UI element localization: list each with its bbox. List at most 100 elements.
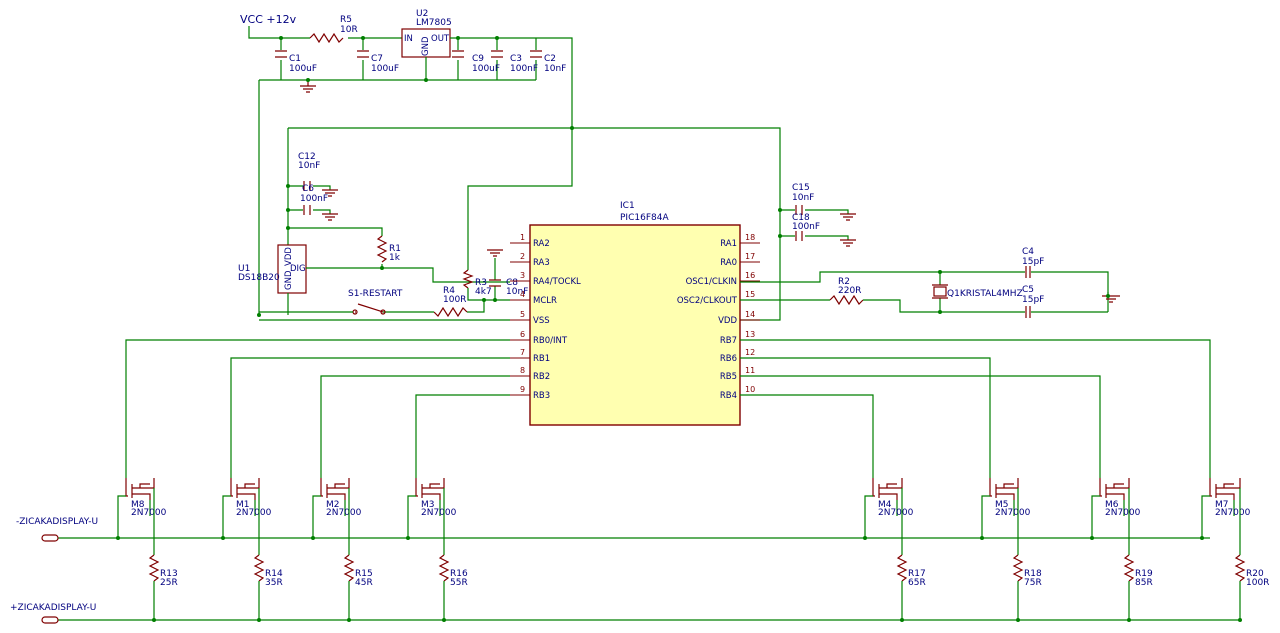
ic1-pin-name: OSC2/CLKOUT — [677, 296, 738, 306]
resistor-r4 — [433, 306, 468, 318]
c15-value: 10nF — [792, 193, 814, 203]
mosfet-ref: M5 — [995, 500, 1009, 510]
c12-ref: C12 — [298, 152, 316, 162]
mosfet-value: 2N7000 — [995, 508, 1031, 518]
ic1-pin-num: 7 — [520, 348, 525, 357]
r4-ref: R4 — [443, 286, 455, 296]
c7-ref: C7 — [371, 54, 383, 64]
ic1-pin-name: RB6 — [720, 354, 737, 364]
resistor-ref: R20 — [1246, 569, 1264, 579]
ic1-pin-num: 12 — [745, 348, 755, 357]
ic1-pin-num: 6 — [520, 330, 525, 339]
u1-ref: U1 — [238, 264, 250, 274]
resistor-r5 — [309, 32, 344, 44]
u1-pin-vdd: VDD — [284, 247, 294, 266]
ic1-pic16f84a: IC1 PIC16F84A 1RA22RA33RA4/TOCKL4MCLR5VS… — [510, 201, 760, 426]
ic1-pin-name: RA3 — [533, 258, 550, 268]
resistor-r2 — [829, 294, 864, 306]
mosfet-ref: M1 — [236, 500, 250, 510]
resistor-r3 — [462, 269, 474, 289]
ic1-pin-name: RA2 — [533, 239, 550, 249]
resistor-ref: R16 — [450, 569, 468, 579]
rb-nets — [125, 339, 1211, 478]
resistor-ref: R13 — [160, 569, 178, 579]
u1-pin-dig: DIG — [290, 264, 306, 274]
r5-ref: R5 — [340, 15, 352, 25]
r2-ref: R2 — [838, 277, 850, 287]
mosfet-value: 2N7000 — [878, 508, 914, 518]
u2-ref: U2 — [416, 9, 428, 19]
mosfet-value: 2N7000 — [326, 508, 362, 518]
ic1-pin-num: 11 — [745, 366, 755, 375]
ic1-ref: IC1 — [620, 201, 635, 211]
ic1-pin-num: 15 — [745, 290, 755, 299]
mosfet-ref: M6 — [1105, 500, 1119, 510]
c18-value: 100nF — [792, 222, 820, 232]
switch-s1 — [355, 303, 384, 313]
resistor-value: 25R — [160, 578, 178, 588]
u2-value: LM7805 — [416, 18, 452, 28]
connector-minus-label: -ZICAKADISPLAY-U — [16, 517, 98, 527]
ic1-pin-num: 9 — [520, 385, 525, 394]
ic1-pin-name: RB4 — [720, 391, 737, 401]
ic1-pin-num: 14 — [745, 310, 755, 319]
mosfet-ref: M8 — [131, 500, 145, 510]
resistor-value: 35R — [265, 578, 283, 588]
ic1-pin-num: 5 — [520, 310, 525, 319]
r1-value: 1k — [389, 253, 401, 263]
oscillator: R2 220R C4 15pF C5 15pF Q1KRISTAL4MHZ — [740, 247, 1120, 318]
ic1-pin-num: 10 — [745, 385, 755, 394]
ic1-pin-num: 18 — [745, 233, 755, 242]
ground-symbol — [300, 80, 316, 93]
c6-ref: C6 — [302, 184, 314, 194]
ic1-pin-name: OSC1/CLKIN — [686, 277, 737, 287]
decoupling-caps-u1: C12 10nF C6 100nF — [286, 152, 338, 221]
u2-pin-in: IN — [404, 34, 413, 44]
ic1-pin-num: 4 — [520, 290, 525, 299]
ic1-pin-name: RA4/TOCKL — [533, 277, 581, 287]
c7-value: 100uF — [371, 64, 399, 74]
u1-pin-gnd: GND — [284, 270, 294, 290]
c8-value: 10nF — [506, 287, 528, 297]
mosfet-ref: M7 — [1215, 500, 1229, 510]
sensor-u1: VDD GND DIG U1 DS18B20 — [238, 244, 382, 315]
u2-pin-out: OUT — [431, 34, 450, 44]
resistor-value: 100R — [1246, 578, 1269, 588]
resistor-value: 55R — [450, 578, 468, 588]
mosfet-value: 2N7000 — [1105, 508, 1141, 518]
resistor-value: 65R — [908, 578, 926, 588]
mosfet-ref: M2 — [326, 500, 340, 510]
c5-ref: C5 — [1022, 285, 1034, 295]
power-section: VCC +12v R5 10R IN OUT GND U2 LM7805 C1 … — [240, 9, 574, 315]
mosfet-value: 2N7000 — [421, 508, 457, 518]
connector-plus: +ZICAKADISPLAY-U — [10, 603, 96, 624]
resistor-value: 85R — [1135, 578, 1153, 588]
mosfet-value: 2N7000 — [1215, 508, 1251, 518]
ic1-pin-num: 1 — [520, 233, 525, 242]
vcc-label: VCC +12v — [240, 13, 297, 26]
ic1-pin-name: VDD — [718, 316, 737, 326]
ic1-pin-name: RB2 — [533, 372, 550, 382]
ic1-pin-num: 13 — [745, 330, 755, 339]
resistor-ref: R17 — [908, 569, 926, 579]
resistor-r1 — [376, 235, 388, 263]
ic1-pin-num: 2 — [520, 252, 525, 261]
ic1-pin-name: RA1 — [720, 239, 737, 249]
r3-value: 4k7 — [475, 287, 492, 297]
resistor-ref: R14 — [265, 569, 283, 579]
ic1-pin-num: 16 — [745, 271, 755, 280]
ic1-pin-num: 17 — [745, 252, 755, 261]
c15-ref: C15 — [792, 183, 810, 193]
resistor-value: 75R — [1024, 578, 1042, 588]
c2-ref: C2 — [544, 54, 556, 64]
mosfet-value: 2N7000 — [236, 508, 272, 518]
s1-ref: S1-RESTART — [348, 289, 403, 299]
ic1-pin-name: RA0 — [720, 258, 737, 268]
